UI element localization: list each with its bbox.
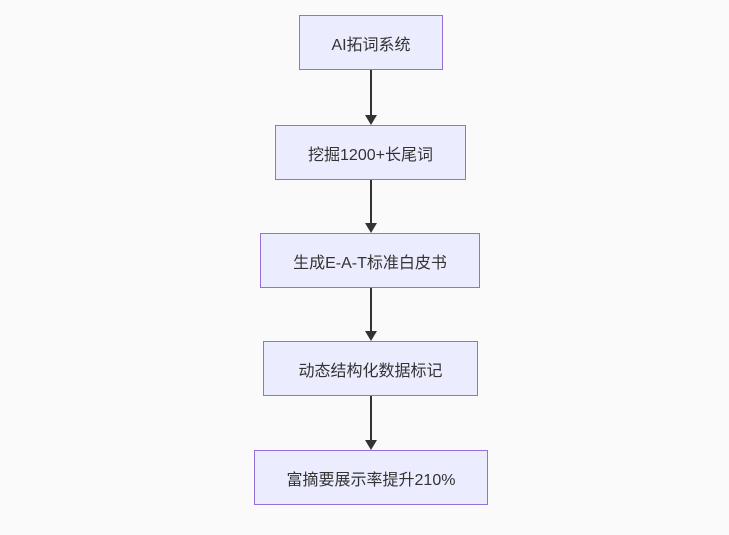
flow-arrow-4 [365,396,377,450]
flow-node-label: 挖掘1200+长尾词 [308,146,433,164]
flow-node-label: 动态结构化数据标记 [298,362,443,380]
flow-node-rich-snippet-result: 富摘要展示率提升210% [254,450,488,505]
flow-node-ai-keyword-system: AI拓词系统 [299,15,443,70]
flow-node-structured-data-markup: 动态结构化数据标记 [263,341,478,396]
arrow-head-icon [365,331,377,341]
flow-node-longtail-mining: 挖掘1200+长尾词 [275,125,466,180]
arrow-line [370,180,372,223]
arrow-line [370,288,372,331]
arrow-head-icon [365,223,377,233]
flow-node-label: 富摘要展示率提升210% [286,471,456,489]
flow-node-label: 生成E-A-T标准白皮书 [293,254,447,272]
arrow-line [370,396,372,440]
arrow-head-icon [365,440,377,450]
arrow-head-icon [365,115,377,125]
flow-arrow-1 [365,70,377,125]
flow-node-label: AI拓词系统 [331,36,411,54]
flow-arrow-2 [365,180,377,233]
arrow-line [370,70,372,115]
flow-arrow-3 [365,288,377,341]
flow-node-eat-whitepaper: 生成E-A-T标准白皮书 [260,233,480,288]
